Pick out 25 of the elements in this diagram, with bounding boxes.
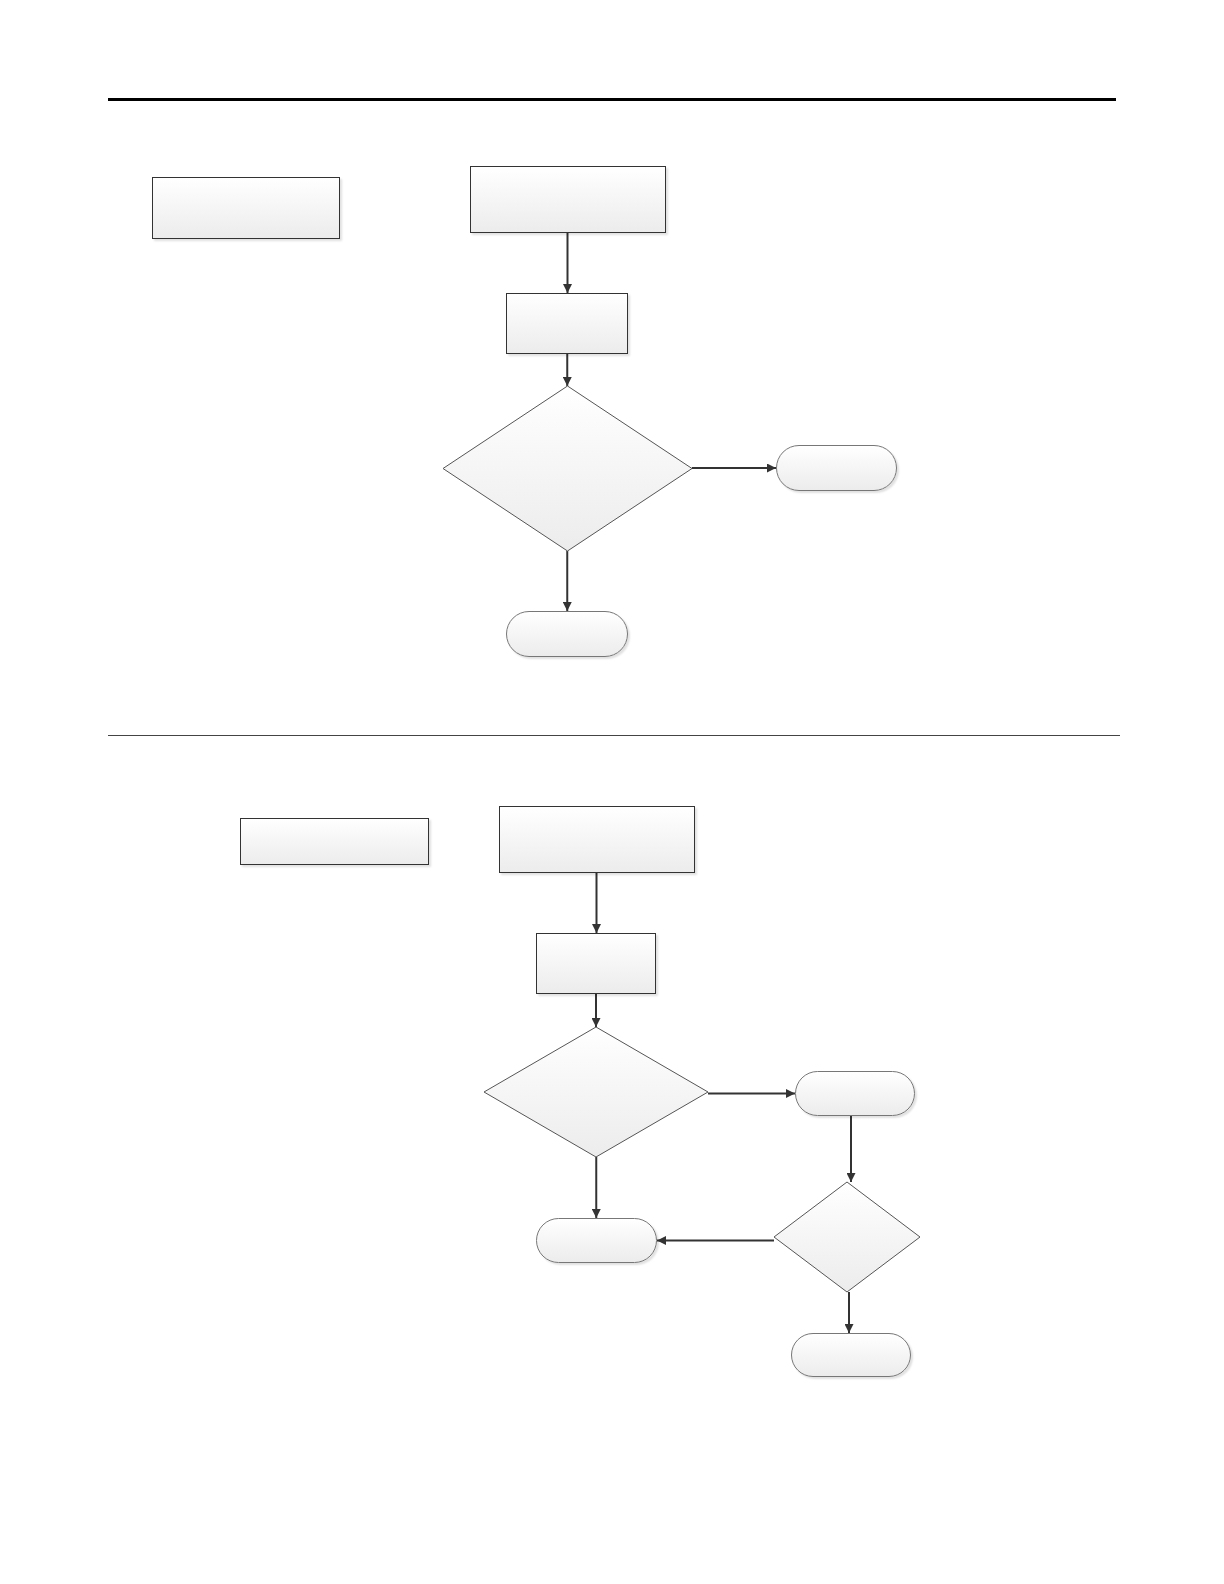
process-box	[499, 806, 695, 873]
terminal-pill	[795, 1071, 915, 1116]
arrow	[656, 1236, 775, 1245]
process-box	[536, 933, 656, 994]
terminal-pill	[536, 1218, 657, 1263]
arrow	[562, 550, 572, 612]
arrow	[592, 872, 601, 934]
decision-diamond	[443, 386, 692, 551]
arrow	[846, 1115, 856, 1183]
arrow	[591, 993, 601, 1028]
process-box	[506, 293, 628, 354]
decision-diamond	[774, 1182, 920, 1292]
terminal-pill	[791, 1333, 911, 1377]
process-box	[470, 166, 666, 233]
arrow	[844, 1291, 854, 1334]
decision-diamond	[484, 1027, 708, 1157]
terminal-pill	[506, 611, 628, 657]
terminal-pill	[776, 445, 897, 491]
arrow	[707, 1089, 796, 1098]
process-box	[152, 177, 340, 239]
process-box	[240, 818, 429, 865]
arrow	[562, 353, 572, 387]
arrow	[591, 1156, 601, 1219]
arrow	[691, 463, 777, 473]
arrow	[563, 232, 572, 294]
